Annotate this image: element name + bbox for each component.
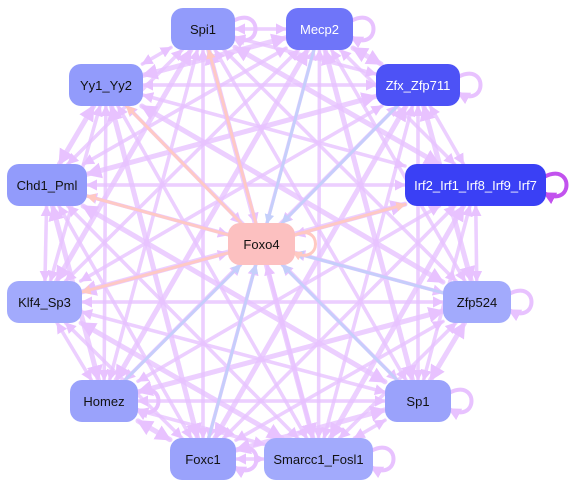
node-spi1[interactable]: Spi1 — [171, 8, 235, 50]
edge-smarcc1-sp1 — [352, 418, 387, 440]
node-label: Foxc1 — [185, 451, 221, 467]
edge-foxc1-zfx — [212, 103, 409, 441]
edge-yy1-zfp524 — [139, 103, 446, 285]
edge-chd1-klf4 — [39, 204, 51, 283]
self-loop-foxo4 — [292, 231, 317, 261]
node-label: Smarcc1_Fosl1 — [273, 451, 364, 467]
edge-foxo4-klf4 — [80, 251, 230, 295]
edge-mecp2-foxo4 — [264, 48, 316, 225]
edge-yy1-chd1 — [56, 103, 97, 167]
edge-zfp524-irf — [470, 204, 482, 283]
node-foxo4[interactable]: Foxo4 — [228, 223, 295, 265]
node-label: Zfp524 — [456, 294, 498, 310]
node-mecp2[interactable]: Mecp2 — [286, 8, 353, 50]
node-label: Klf4_Sp3 — [18, 294, 71, 310]
node-sp1[interactable]: Sp1 — [385, 380, 451, 422]
edge-smarcc1-foxo4 — [264, 263, 315, 440]
edge-homez-foxc1 — [135, 418, 173, 443]
edge-homez-mecp2 — [113, 47, 310, 383]
node-zfx-zfp711[interactable]: Zfx_Zfp711 — [376, 64, 460, 106]
edge-yy1-irf — [141, 93, 407, 169]
edge-zfx-mecp2 — [350, 45, 384, 67]
edge-zfx-foxo4 — [280, 104, 399, 225]
edge-yy1-spi1 — [140, 45, 173, 66]
node-label: Irf2_Irf1_Irf8_Irf9_Irf7 — [414, 177, 537, 193]
node-label: Sp1 — [406, 393, 430, 409]
node-label: Mecp2 — [299, 21, 340, 37]
edge-chd1-sp1 — [80, 203, 388, 385]
node-label: Chd1_Pml — [16, 177, 78, 193]
node-klf4-sp3[interactable]: Klf4_Sp3 — [7, 281, 82, 323]
edge-sp1-foxo4 — [280, 263, 399, 382]
node-chd1-pml[interactable]: Chd1_Pml — [7, 164, 87, 206]
node-irf-cluster[interactable]: Irf2_Irf1_Irf8_Irf9_Irf7 — [405, 164, 546, 206]
edge-chd1-foxc1 — [57, 204, 193, 440]
self-loop-zfp524 — [507, 288, 534, 322]
node-label: Foxo4 — [243, 236, 280, 252]
self-loop-mecp2 — [349, 15, 376, 49]
node-homez[interactable]: Homez — [70, 380, 138, 422]
node-label: Homez — [83, 393, 125, 409]
edge-foxo4-irf — [293, 202, 407, 237]
edge-foxo4-chd1 — [85, 193, 230, 237]
edge-foxo4-spi1 — [206, 48, 258, 225]
edge-homez-irf — [136, 204, 442, 383]
self-loop-smarcc1 — [369, 445, 396, 479]
node-smarcc1-fosl1[interactable]: Smarcc1_Fosl1 — [264, 438, 373, 480]
node-label: Yy1_Yy2 — [79, 77, 133, 93]
node-label: Spi1 — [189, 21, 217, 37]
edge-sp1-zfp524 — [428, 320, 467, 383]
self-loop-spi1 — [231, 15, 258, 49]
edge-yy1-smarcc1 — [116, 104, 309, 440]
self-loop-homez — [134, 387, 161, 421]
edge-foxc1-foxo4 — [207, 263, 259, 440]
edge-homez-foxo4 — [123, 263, 242, 382]
edge-sp1-spi1 — [213, 48, 408, 382]
edge-irf-zfx — [428, 104, 466, 166]
edge-yy1-homez — [98, 104, 110, 382]
edge-smarcc1-mecp2 — [313, 48, 326, 440]
self-loop-foxc1 — [232, 445, 259, 479]
edge-zfp524-foxo4 — [293, 250, 445, 295]
self-loop-zfx — [456, 71, 483, 105]
node-yy1-yy2[interactable]: Yy1_Yy2 — [69, 64, 143, 106]
node-zfp524[interactable]: Zfp524 — [443, 281, 511, 323]
edge-foxo4-yy1 — [125, 104, 243, 225]
node-label: Zfx_Zfp711 — [385, 77, 451, 93]
self-loop-irf — [542, 171, 569, 205]
edge-klf4-zfx — [78, 104, 384, 283]
node-foxc1[interactable]: Foxc1 — [170, 438, 236, 480]
self-loop-sp1 — [447, 387, 474, 421]
edge-klf4-homez — [55, 321, 94, 382]
